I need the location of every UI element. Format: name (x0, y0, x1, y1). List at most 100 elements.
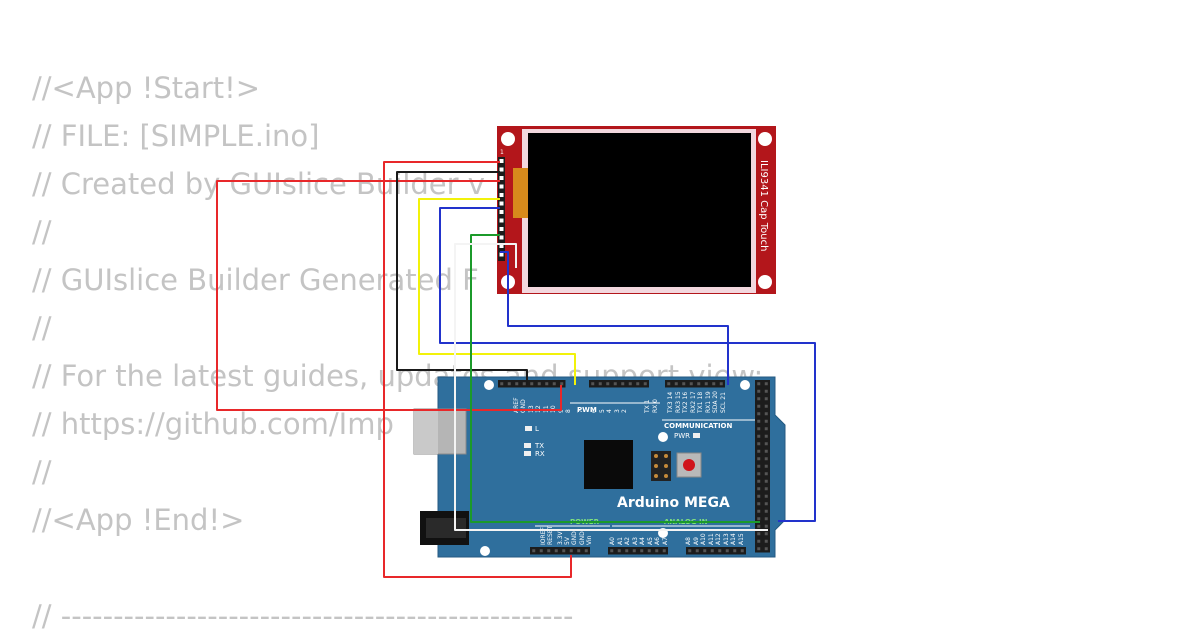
header-pin[interactable] (499, 176, 504, 180)
header-pin[interactable] (764, 502, 768, 506)
header-pin[interactable] (499, 244, 504, 248)
header-pin[interactable] (757, 464, 761, 468)
header-pin[interactable] (764, 427, 768, 431)
header-pin[interactable] (764, 434, 768, 438)
wire-black[interactable] (396, 171, 528, 385)
header-pin[interactable] (655, 549, 659, 553)
header-pin[interactable] (757, 442, 761, 446)
header-pin[interactable] (632, 549, 636, 553)
header-pin[interactable] (610, 549, 614, 553)
header-pin[interactable] (625, 549, 629, 553)
header-pin[interactable] (725, 549, 729, 553)
header-pin[interactable] (757, 547, 761, 551)
header-pin[interactable] (499, 167, 504, 172)
header-pin[interactable] (764, 397, 768, 401)
header-pin[interactable] (689, 382, 693, 386)
header-pin[interactable] (757, 382, 761, 386)
header-pin[interactable] (764, 464, 768, 468)
header-pin[interactable] (757, 404, 761, 408)
header-pin[interactable] (499, 210, 504, 214)
header-pin[interactable] (733, 549, 737, 553)
header-pin[interactable] (569, 549, 573, 553)
header-pin[interactable] (688, 549, 692, 553)
header-pin[interactable] (522, 382, 526, 386)
header-pin[interactable] (515, 382, 519, 386)
header-pin[interactable] (499, 227, 504, 231)
header-pin[interactable] (757, 427, 761, 431)
header-pin[interactable] (682, 382, 686, 386)
wire-red[interactable] (216, 180, 562, 411)
header-pin[interactable] (757, 472, 761, 476)
header-pin[interactable] (764, 382, 768, 386)
header-pin[interactable] (710, 549, 714, 553)
header-pin[interactable] (757, 457, 761, 461)
header-pin[interactable] (591, 382, 595, 386)
wire-blue[interactable] (500, 251, 729, 385)
header-pin[interactable] (598, 382, 602, 386)
wire-red[interactable] (383, 161, 572, 578)
header-pin[interactable] (552, 382, 556, 386)
wire-green[interactable] (470, 234, 760, 523)
header-pin[interactable] (757, 487, 761, 491)
header-pin[interactable] (507, 382, 511, 386)
header-pin[interactable] (532, 549, 536, 553)
header-pin[interactable] (554, 549, 558, 553)
header-pin[interactable] (764, 442, 768, 446)
header-pin[interactable] (537, 382, 541, 386)
header-pin[interactable] (499, 201, 504, 206)
header-pin[interactable] (757, 412, 761, 416)
header-pin[interactable] (562, 549, 566, 553)
header-pin[interactable] (697, 382, 701, 386)
header-pin[interactable] (577, 549, 581, 553)
ili9341-display-module[interactable]: ILI9341 Cap Touch 1 (497, 126, 776, 294)
header-pin[interactable] (712, 382, 716, 386)
header-pin[interactable] (757, 434, 761, 438)
header-pin[interactable] (499, 252, 504, 257)
header-pin[interactable] (718, 549, 722, 553)
header-pin[interactable] (757, 517, 761, 521)
header-pin[interactable] (757, 494, 761, 498)
header-pin[interactable] (757, 479, 761, 483)
header-pin[interactable] (757, 502, 761, 506)
header-pin[interactable] (764, 457, 768, 461)
header-pin[interactable] (617, 549, 621, 553)
header-pin[interactable] (499, 184, 504, 189)
header-pin[interactable] (764, 479, 768, 483)
header-pin[interactable] (764, 419, 768, 423)
header-pin[interactable] (764, 389, 768, 393)
header-pin[interactable] (757, 524, 761, 528)
header-pin[interactable] (643, 382, 647, 386)
header-pin[interactable] (757, 397, 761, 401)
header-pin[interactable] (764, 404, 768, 408)
header-pin[interactable] (695, 549, 699, 553)
header-pin[interactable] (764, 524, 768, 528)
header-pin[interactable] (499, 235, 504, 240)
header-pin[interactable] (499, 218, 504, 223)
header-pin[interactable] (636, 382, 640, 386)
wire-blue[interactable] (439, 207, 816, 522)
wire-white[interactable] (454, 243, 768, 531)
header-pin[interactable] (704, 382, 708, 386)
header-pin[interactable] (757, 389, 761, 393)
header-pin[interactable] (764, 412, 768, 416)
header-pin[interactable] (764, 539, 768, 543)
header-pin[interactable] (764, 517, 768, 521)
header-pin[interactable] (757, 539, 761, 543)
header-pin[interactable] (757, 509, 761, 513)
header-pin[interactable] (628, 382, 632, 386)
header-pin[interactable] (740, 549, 744, 553)
header-pin[interactable] (539, 549, 543, 553)
header-pin[interactable] (764, 494, 768, 498)
header-pin[interactable] (757, 532, 761, 536)
header-pin[interactable] (545, 382, 549, 386)
header-pin[interactable] (499, 193, 504, 197)
header-pin[interactable] (764, 532, 768, 536)
header-pin[interactable] (621, 382, 625, 386)
header-pin[interactable] (640, 549, 644, 553)
header-pin[interactable] (647, 549, 651, 553)
header-pin[interactable] (606, 382, 610, 386)
header-pin[interactable] (764, 509, 768, 513)
header-pin[interactable] (547, 549, 551, 553)
header-pin[interactable] (764, 547, 768, 551)
header-pin[interactable] (499, 159, 504, 163)
